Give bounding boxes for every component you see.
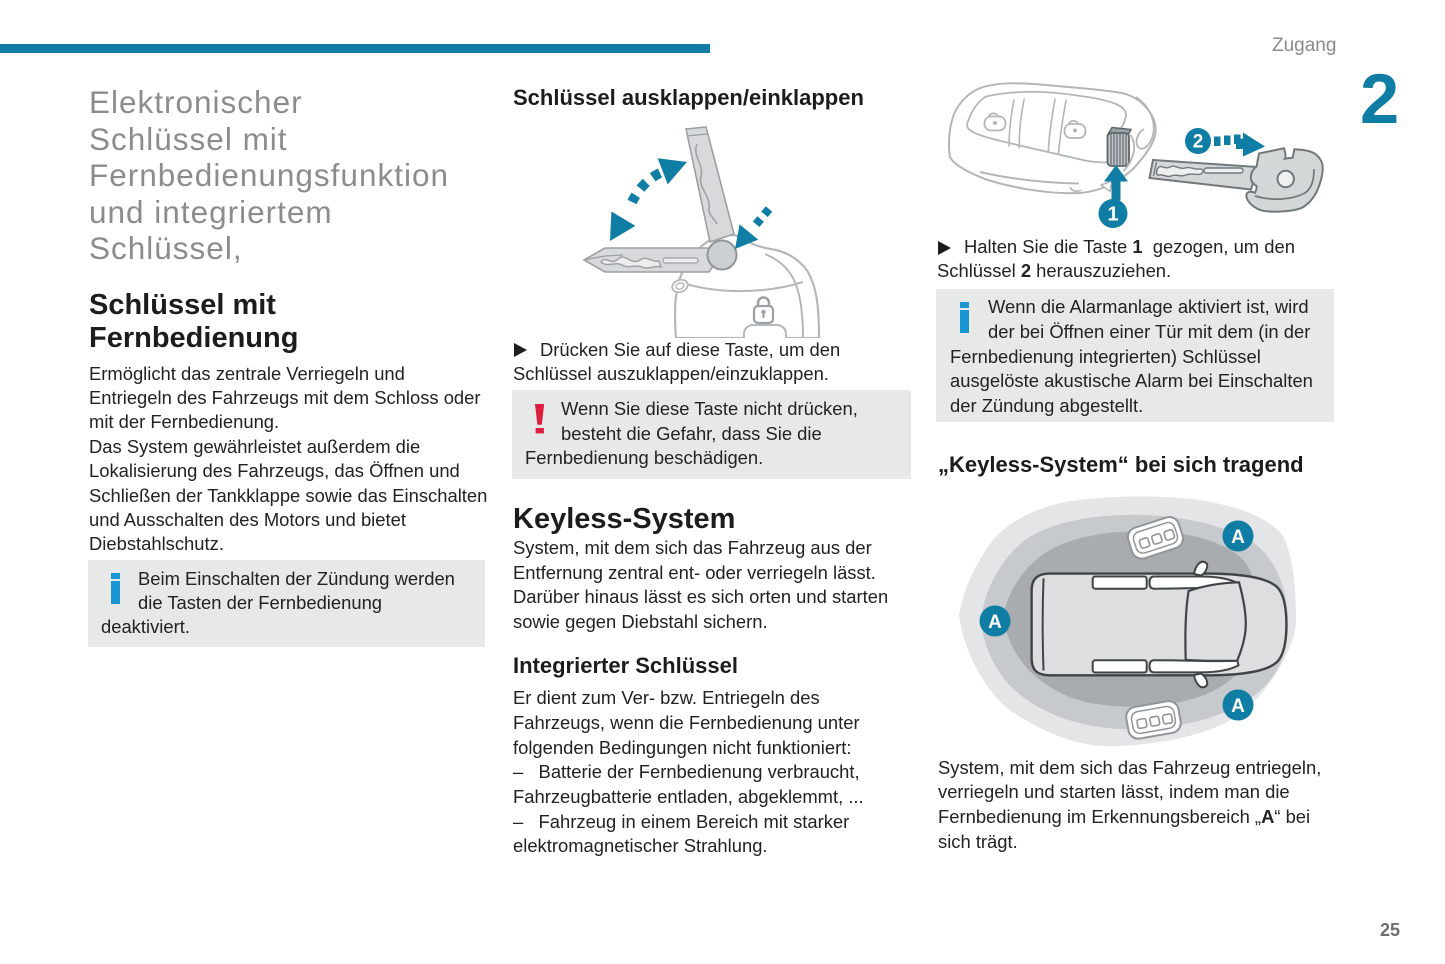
svg-text:A: A <box>1231 527 1245 548</box>
svg-text:1: 1 <box>1107 204 1118 226</box>
svg-text:2: 2 <box>1193 132 1204 153</box>
svg-text:A: A <box>1231 696 1245 717</box>
svg-text:A: A <box>988 612 1002 633</box>
